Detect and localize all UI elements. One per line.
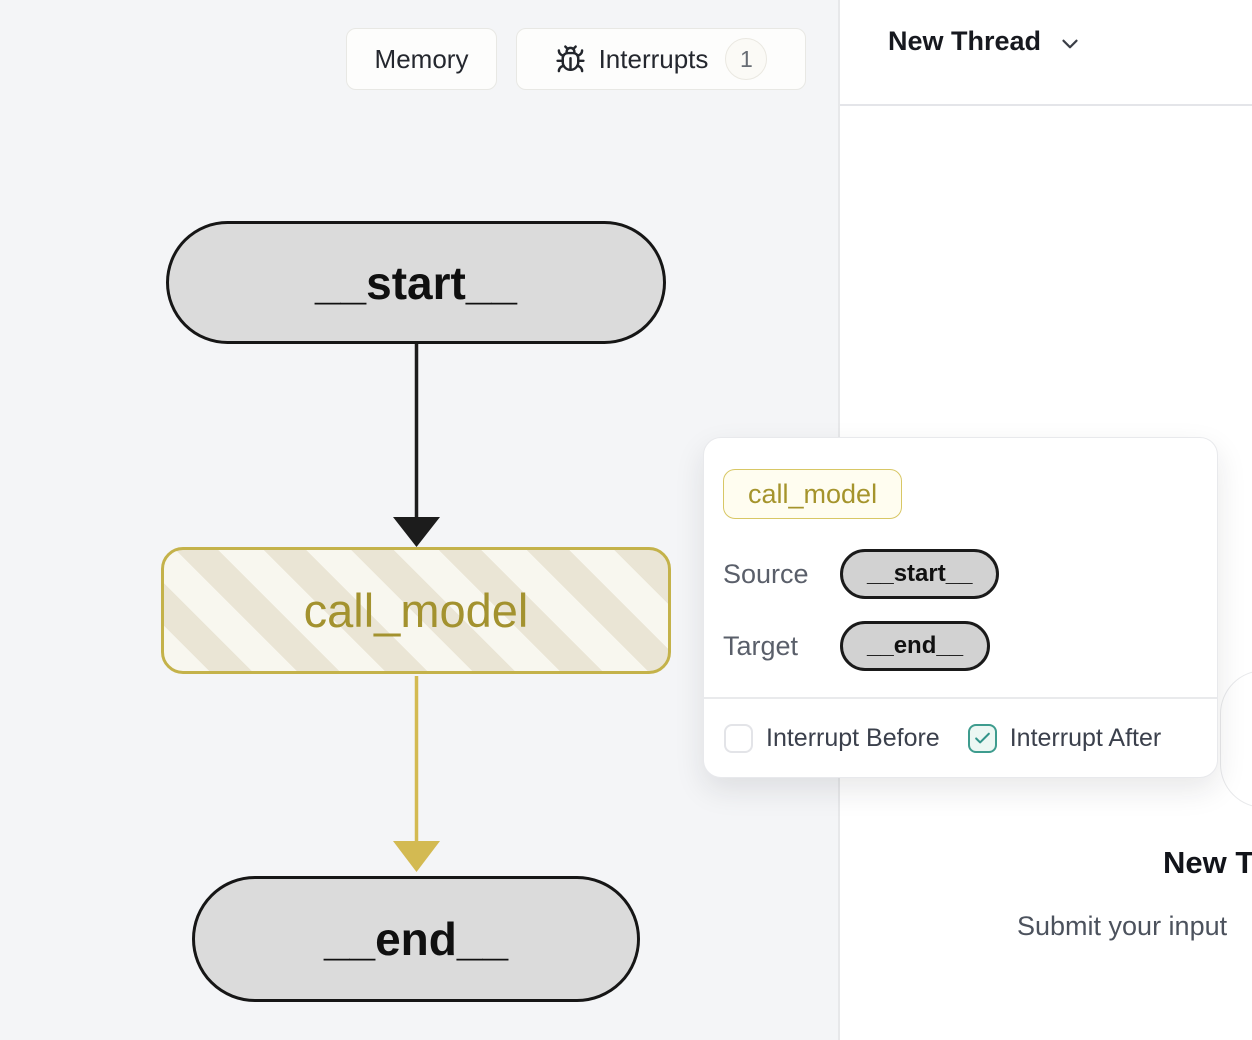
graph-node-start[interactable]: __start__	[166, 221, 666, 344]
chevron-down-icon	[1062, 39, 1078, 48]
node-chip-label: call_model	[748, 478, 878, 509]
interrupts-count-badge: 1	[725, 38, 768, 80]
node-detail-popover: call_model Source __start__ Target __end…	[703, 437, 1218, 778]
graph-node-call-model[interactable]: call_model	[161, 547, 671, 674]
target-label: Target	[723, 630, 799, 661]
interrupts-button[interactable]: Interrupts 1	[516, 28, 806, 90]
edge-start-to-call-model	[393, 344, 440, 547]
thread-header-divider	[840, 104, 1252, 106]
source-row: Source __start__	[723, 548, 1000, 600]
popover-divider	[704, 697, 1217, 699]
node-end-label: __end__	[323, 913, 509, 965]
thread-selector[interactable]: New Thread	[888, 26, 1083, 57]
node-chip: call_model	[723, 469, 903, 519]
target-row: Target __end__	[723, 620, 991, 672]
source-label: Source	[723, 558, 809, 589]
graph-canvas[interactable]: __start__ call_model __end__ Memory Inte…	[0, 0, 838, 1040]
interrupt-before-checkbox[interactable]	[724, 724, 753, 753]
source-node-pill: __start__	[840, 549, 1000, 599]
interrupt-after-label: Interrupt After	[1009, 724, 1162, 752]
fork-button[interactable]	[1220, 670, 1252, 808]
node-call-model-label: call_model	[303, 584, 529, 637]
target-node-pill: __end__	[840, 621, 991, 671]
interrupts-button-label: Interrupts	[598, 43, 709, 74]
empty-state-title: New Thread	[1163, 845, 1252, 880]
interrupt-before-label: Interrupt Before	[766, 724, 940, 752]
memory-button[interactable]: Memory	[346, 28, 497, 90]
interrupt-after-checkbox[interactable]	[967, 724, 997, 753]
fork-icon	[1235, 721, 1252, 765]
bug-icon	[555, 44, 585, 72]
interrupt-options-row: Interrupt Before Interrupt After	[704, 698, 1217, 779]
graph-node-end[interactable]: __end__	[192, 876, 640, 1002]
memory-button-label: Memory	[374, 43, 469, 74]
edge-call-model-to-end	[393, 676, 440, 872]
check-icon	[974, 732, 990, 744]
node-start-label: __start__	[314, 256, 518, 309]
empty-state-subtitle: Submit your input	[1017, 911, 1228, 941]
thread-selector-title: New Thread	[888, 26, 1042, 56]
